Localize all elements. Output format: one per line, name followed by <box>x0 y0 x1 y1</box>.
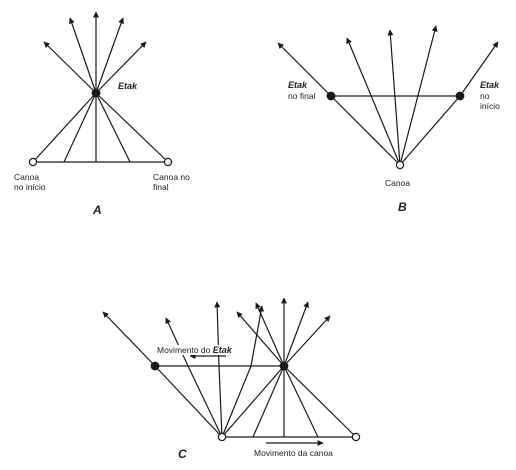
canoe-movement-label: Movimento da canoa <box>254 448 333 458</box>
bearing-line <box>33 93 96 162</box>
etak-end-sublabel: no final <box>288 91 315 101</box>
bearing-arrow <box>251 306 262 366</box>
bearing-arrow <box>284 302 308 366</box>
bearing-arrow <box>103 312 155 366</box>
bearing-arrow <box>237 312 284 366</box>
canoe-start-point <box>218 433 225 440</box>
etak-movement-label: Movimento do Etak <box>156 345 233 355</box>
canoe-end-point <box>352 433 359 440</box>
diagram-letter-b: B <box>398 202 407 212</box>
bearing-line <box>155 366 222 437</box>
bearing-line <box>64 93 96 162</box>
canoe-start-label: Canoa no início <box>14 172 46 192</box>
etak-second-point <box>280 362 288 370</box>
bearing-line <box>222 366 251 437</box>
bearing-line <box>219 366 222 437</box>
canoe-end-point <box>164 158 171 165</box>
diagram-c <box>103 298 360 443</box>
diagram-a <box>29 12 171 166</box>
canoe-start-point <box>29 158 36 165</box>
bearing-line <box>96 93 130 162</box>
etak-start-label: Etak <box>480 80 499 90</box>
bearing-line <box>96 93 168 162</box>
canoe-end-label: Canoa no final <box>153 172 190 192</box>
bearing-arrow <box>284 316 330 366</box>
bearing-arrow <box>166 318 188 366</box>
etak-start-point <box>456 92 464 100</box>
diagram-letter-a: A <box>93 205 102 215</box>
bearing-line <box>284 366 318 437</box>
etak-first-point <box>151 362 159 370</box>
bearing-arrow <box>44 42 96 93</box>
bearing-line <box>331 96 400 165</box>
bearing-line <box>188 366 222 437</box>
canoe-label: Canoa <box>385 178 410 188</box>
etak-end-label: Etak <box>288 80 307 90</box>
diagram-letter-c: C <box>178 449 187 459</box>
bearing-arrow <box>256 303 284 366</box>
etak-label: Etak <box>118 81 137 91</box>
bearing-line <box>284 366 356 437</box>
etak-movement-word: Etak <box>213 345 232 355</box>
canoe-point <box>396 161 403 168</box>
etak-start-sublabel: no início <box>480 91 500 111</box>
etak-point <box>92 89 100 97</box>
etak-movement-prefix: Movimento do <box>157 345 213 355</box>
bearing-arrow <box>70 18 96 93</box>
bearing-line <box>222 366 284 437</box>
etak-end-point <box>327 92 335 100</box>
bearing-line <box>253 366 284 437</box>
